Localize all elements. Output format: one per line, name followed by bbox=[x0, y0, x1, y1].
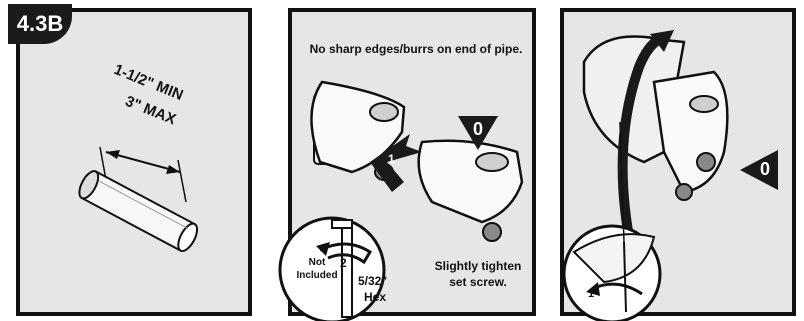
not-included-label: Not Included bbox=[294, 256, 340, 282]
step-2-label: 2 bbox=[340, 256, 347, 270]
pipe-illustration bbox=[20, 12, 256, 320]
tighten-instruction: Slightly tighten set screw. bbox=[430, 258, 526, 290]
marker-0-text: 0 bbox=[473, 119, 483, 140]
hex-label: Hex bbox=[364, 290, 386, 304]
step-1-label: 1 bbox=[588, 288, 594, 300]
panel-pipe-length: 1-1/2" MIN 3" MAX bbox=[16, 8, 252, 316]
step-1-label: 1 bbox=[388, 152, 395, 166]
panel-install-spout: No sharp edges/burrs on end of pipe. 0 1… bbox=[288, 8, 536, 316]
panel-rotate-spout: 0 1 bbox=[560, 8, 796, 316]
marker-0-text: 0 bbox=[760, 159, 770, 180]
hex-size-label: 5/32" bbox=[358, 274, 387, 288]
